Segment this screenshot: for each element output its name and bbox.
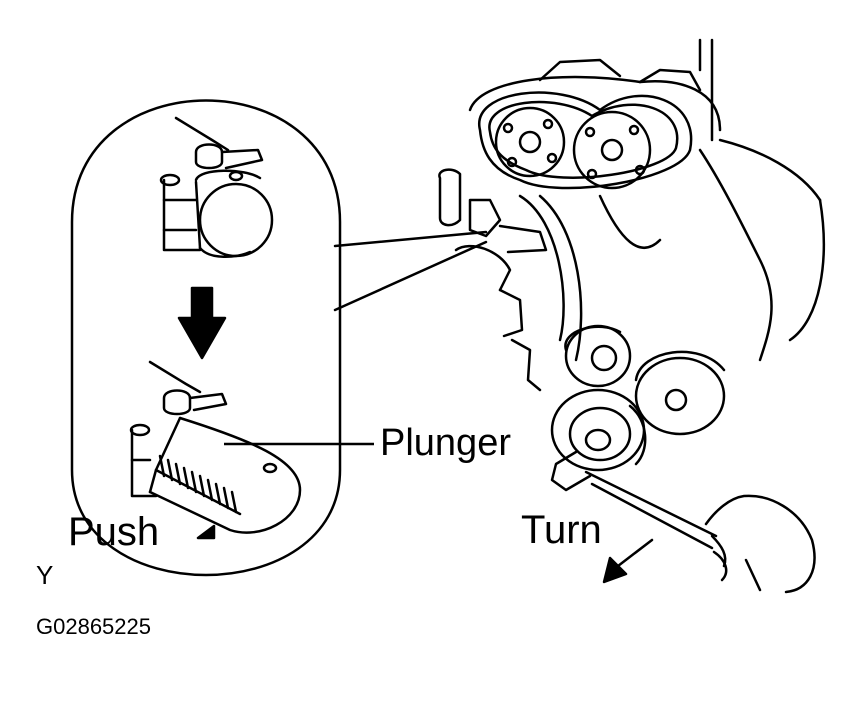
push-tick [196,524,216,540]
tensioner-before [159,116,274,258]
callout-leader-upper [333,230,488,248]
view-mark-label: Y [36,560,54,590]
turn-label: Turn [521,508,602,552]
figure-code-label: G02865225 [36,614,151,639]
turn-arrow [602,538,654,584]
tensioner-after [129,360,302,534]
push-label: Push [68,510,160,554]
push-down-arrow [177,286,227,360]
plunger-label: Plunger [380,422,511,464]
engine-front-view [438,38,825,594]
callout-leader-lower [333,240,488,312]
callout-capsule [70,99,342,577]
